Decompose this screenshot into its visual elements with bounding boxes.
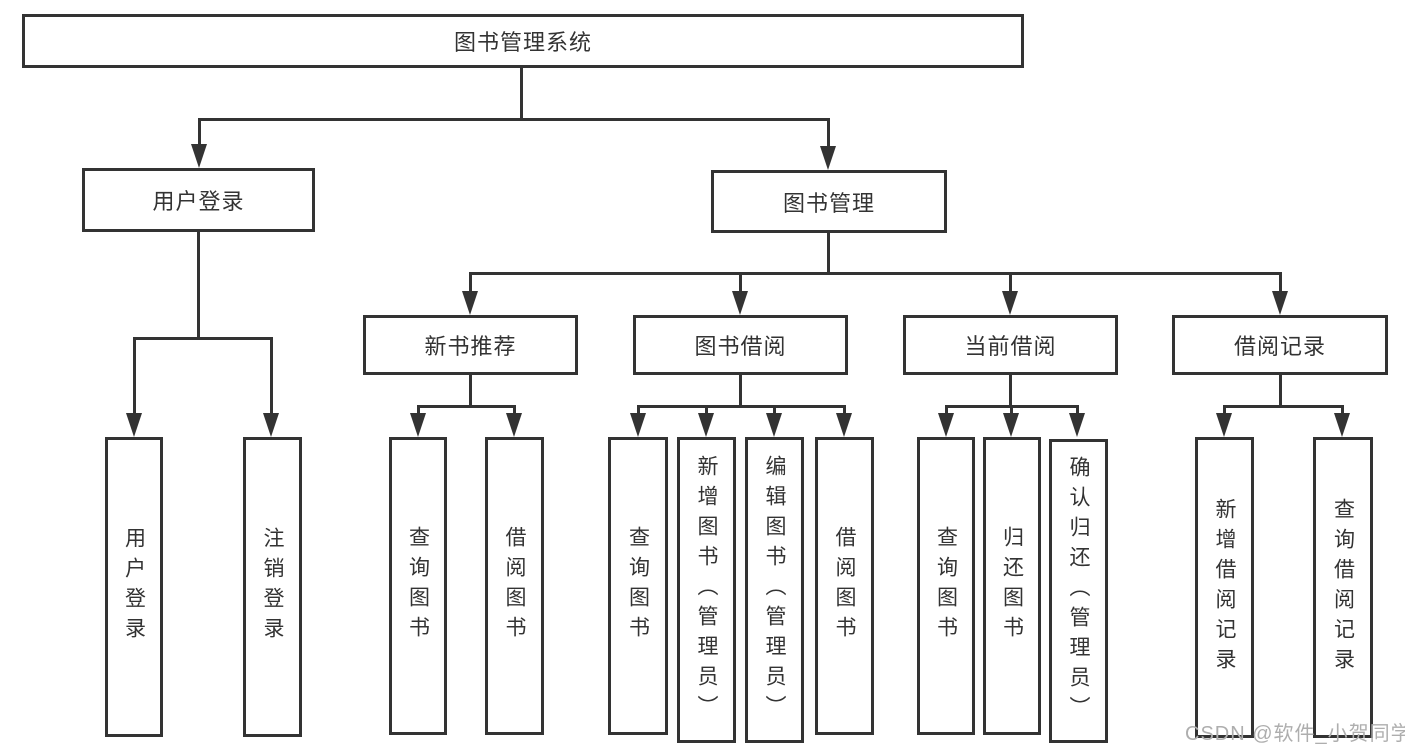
node-label: 新增借阅记录 bbox=[1213, 497, 1236, 678]
node-borrow-books-recommend: 借阅图书 bbox=[485, 437, 544, 735]
arrow-down-icon bbox=[410, 413, 426, 437]
node-label: 图书管理系统 bbox=[453, 30, 592, 55]
arrow-down-icon bbox=[1216, 413, 1232, 437]
node-book-borrowing: 图书借阅 bbox=[633, 315, 848, 375]
node-edit-books-admin: 编辑图书（管理员） bbox=[745, 437, 804, 743]
connector-line bbox=[198, 118, 201, 146]
node-label: 用户登录 bbox=[152, 189, 245, 214]
arrow-down-icon bbox=[938, 413, 954, 437]
node-borrowing-records: 借阅记录 bbox=[1172, 315, 1388, 375]
arrow-down-icon bbox=[506, 413, 522, 437]
connector-line bbox=[1341, 405, 1344, 417]
node-label: 新书推荐 bbox=[424, 334, 517, 359]
node-user-login: 用户登录 bbox=[82, 168, 315, 232]
arrow-down-icon bbox=[732, 291, 748, 315]
arrow-down-icon bbox=[1003, 413, 1019, 437]
arrow-down-icon bbox=[630, 413, 646, 437]
arrow-down-icon bbox=[820, 146, 836, 170]
connector-line bbox=[827, 118, 830, 148]
connector-line bbox=[469, 272, 472, 294]
node-new-book-recommendation: 新书推荐 bbox=[363, 315, 578, 375]
connector-line bbox=[1279, 272, 1282, 294]
connector-line bbox=[270, 337, 273, 415]
connector-line bbox=[773, 405, 776, 417]
connector-line bbox=[513, 405, 516, 417]
node-label: 图书借阅 bbox=[694, 334, 787, 359]
connector-line bbox=[520, 68, 523, 118]
node-label: 确认归还（管理员） bbox=[1067, 456, 1090, 726]
connector-line bbox=[637, 405, 640, 417]
arrow-down-icon bbox=[1272, 291, 1288, 315]
connector-line bbox=[739, 272, 742, 294]
node-user-login-action: 用户登录 bbox=[105, 437, 163, 737]
connector-line bbox=[1076, 405, 1079, 417]
node-label: 借阅图书 bbox=[503, 526, 526, 646]
connector-line bbox=[827, 233, 830, 272]
connector-line bbox=[1223, 405, 1226, 417]
arrow-down-icon bbox=[263, 413, 279, 437]
connector-line bbox=[417, 405, 516, 408]
connector-line bbox=[133, 337, 136, 415]
node-return-books: 归还图书 bbox=[983, 437, 1041, 735]
node-book-management: 图书管理 bbox=[711, 170, 947, 233]
arrow-down-icon bbox=[1002, 291, 1018, 315]
node-label: 归还图书 bbox=[1000, 526, 1024, 646]
arrow-down-icon bbox=[462, 291, 478, 315]
node-logout: 注销登录 bbox=[243, 437, 302, 737]
arrow-down-icon bbox=[766, 413, 782, 437]
node-borrow-books: 借阅图书 bbox=[815, 437, 874, 735]
connector-line bbox=[637, 405, 846, 408]
node-current-borrowing: 当前借阅 bbox=[903, 315, 1118, 375]
connector-line bbox=[843, 405, 846, 417]
node-label: 查询图书 bbox=[406, 526, 430, 646]
connector-line bbox=[198, 118, 830, 121]
node-label: 借阅记录 bbox=[1233, 334, 1326, 359]
connector-line bbox=[469, 272, 1282, 275]
node-query-books-current: 查询图书 bbox=[917, 437, 975, 735]
connector-line bbox=[705, 405, 708, 417]
node-library-management-system: 图书管理系统 bbox=[22, 14, 1024, 68]
node-label: 新增图书（管理员） bbox=[695, 455, 718, 725]
node-add-borrow-record: 新增借阅记录 bbox=[1195, 437, 1254, 738]
connector-line bbox=[1009, 375, 1012, 408]
connector-line bbox=[1009, 272, 1012, 294]
node-add-books-admin: 新增图书（管理员） bbox=[677, 437, 736, 743]
connector-line bbox=[417, 405, 420, 417]
connector-line bbox=[945, 405, 948, 417]
node-label: 借阅图书 bbox=[833, 526, 856, 646]
arrow-down-icon bbox=[191, 144, 207, 168]
connector-line bbox=[1279, 375, 1282, 408]
node-label: 图书管理 bbox=[782, 190, 875, 216]
arrow-down-icon bbox=[698, 413, 714, 437]
connector-line bbox=[133, 337, 273, 340]
node-label: 注销登录 bbox=[261, 527, 284, 647]
arrow-down-icon bbox=[836, 413, 852, 437]
connector-line bbox=[197, 232, 200, 337]
node-label: 编辑图书（管理员） bbox=[763, 455, 786, 725]
node-query-borrow-record: 查询借阅记录 bbox=[1313, 437, 1373, 738]
arrow-down-icon bbox=[1334, 413, 1350, 437]
node-query-books-recommend: 查询图书 bbox=[389, 437, 447, 735]
arrow-down-icon bbox=[1069, 413, 1085, 437]
node-label: 查询图书 bbox=[626, 526, 650, 646]
connector-line bbox=[1223, 405, 1344, 408]
csdn-watermark: CSDN @软件_小贺同学 bbox=[1185, 723, 1405, 745]
connector-line bbox=[739, 375, 742, 408]
node-label: 用户登录 bbox=[122, 527, 146, 647]
connector-line bbox=[1010, 405, 1013, 417]
node-label: 查询图书 bbox=[934, 526, 958, 646]
node-confirm-return-admin: 确认归还（管理员） bbox=[1049, 439, 1108, 743]
node-label: 当前借阅 bbox=[964, 334, 1057, 359]
connector-line bbox=[469, 375, 472, 408]
node-query-books-borrowing: 查询图书 bbox=[608, 437, 668, 735]
node-label: 查询借阅记录 bbox=[1331, 497, 1355, 678]
arrow-down-icon bbox=[126, 413, 142, 437]
